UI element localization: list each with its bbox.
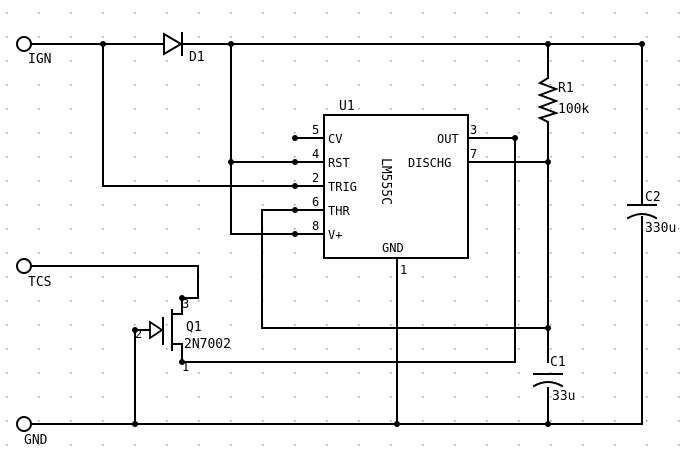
u1-gnd-label: GND [382,241,404,255]
capacitor-c2: C2 330u [626,190,676,236]
q1-pin-gate: 2 [135,327,142,341]
port-gnd-label: GND [24,433,48,448]
ic-u1: U1 LM555C GND 1 5 CV 4 RST 2 TRIG 6 THR … [312,99,477,277]
mosfet-q1: 3 2 1 Q1 2N7002 [134,297,231,374]
resistor-r1: R1 100k [537,76,589,124]
q1-pin-drain: 3 [182,297,189,311]
u1-pin4-name: RST [328,156,350,170]
port-tcs: TCS [16,258,51,290]
diode-d1: D1 [163,32,205,65]
capacitor-c1: C1 33u [532,355,575,404]
u1-pin3-name: OUT [437,132,459,146]
port-ign: IGN [16,36,51,67]
c2-value: 330u [645,221,676,236]
q1-ref: Q1 [186,320,202,335]
port-tcs-label: TCS [28,275,51,290]
u1-gnd-pin: 1 [400,263,407,277]
u1-pin8-name: V+ [328,228,342,242]
d1-ref: D1 [189,50,205,65]
q1-pin-source: 1 [182,360,189,374]
c1-ref: C1 [550,355,566,370]
u1-pin3-num: 3 [470,123,477,137]
u1-pin2-num: 2 [312,171,319,185]
port-gnd: GND [16,416,48,448]
u1-pin5-num: 5 [312,123,319,137]
u1-pin7-name: DISCHG [408,156,451,170]
u1-ref: U1 [339,99,355,114]
u1-pin6-name: THR [328,204,350,218]
u1-value: LM555C [378,158,393,205]
c1-value: 33u [552,389,575,404]
port-ign-label: IGN [28,52,51,67]
u1-pin7-num: 7 [470,147,477,161]
u1-pin6-num: 6 [312,195,319,209]
grid-dots [6,12,680,446]
q1-value: 2N7002 [184,337,231,352]
c2-ref: C2 [645,190,661,205]
u1-pin4-num: 4 [312,147,319,161]
r1-value: 100k [558,102,589,117]
r1-ref: R1 [558,81,574,96]
junctions [100,41,645,427]
u1-pin2-name: TRIG [328,180,357,194]
u1-pin5-name: CV [328,132,342,146]
u1-pin8-num: 8 [312,219,319,233]
